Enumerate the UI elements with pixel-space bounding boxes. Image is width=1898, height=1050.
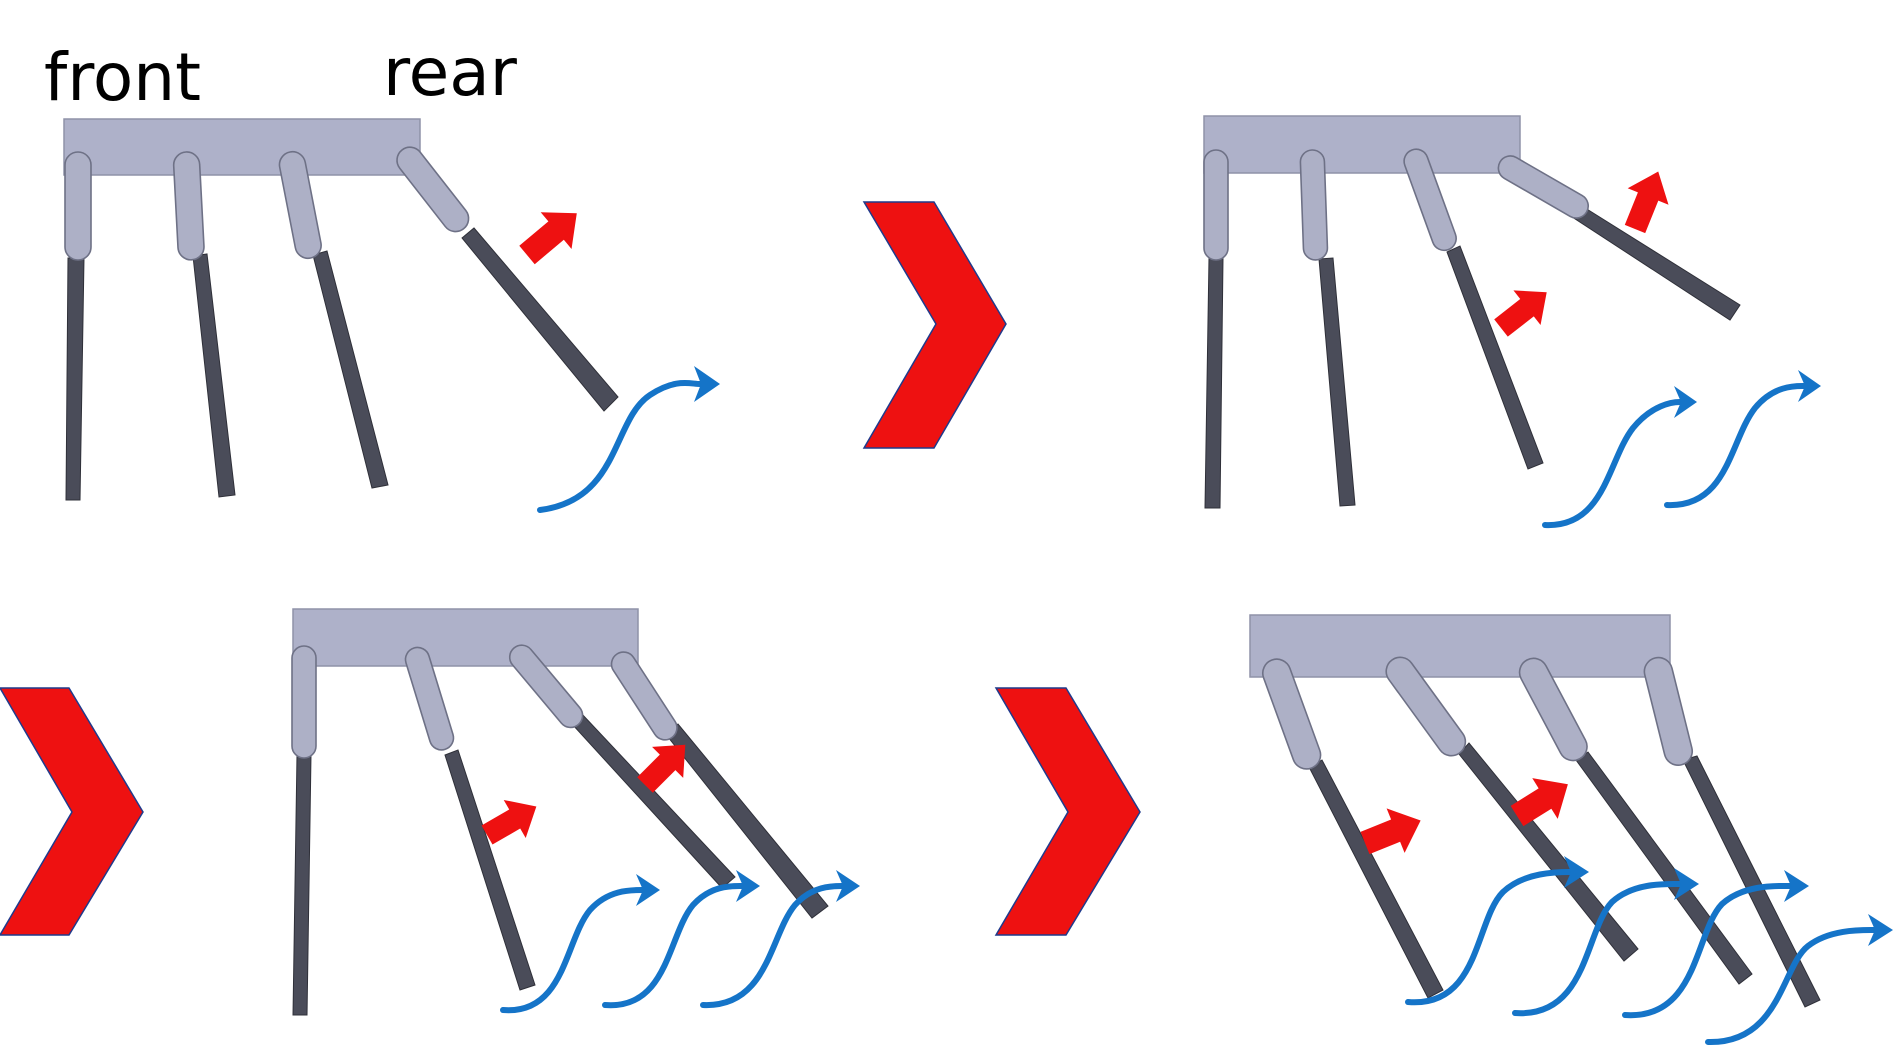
- appendage-3: [1403, 148, 1544, 470]
- coxa: [1299, 149, 1329, 261]
- coxa: [64, 151, 92, 261]
- wave-arrow-right-icon: [700, 883, 845, 1009]
- appendage-1: [1203, 149, 1229, 509]
- chevron-right-icon: [994, 687, 1141, 936]
- body-bar: [1249, 614, 1671, 678]
- coxa: [396, 146, 470, 233]
- blade: [1308, 759, 1444, 999]
- coxa: [1203, 149, 1229, 261]
- appendage-1: [291, 645, 317, 1016]
- coxa: [1497, 155, 1590, 219]
- wave-arrow-right-icon: [1405, 869, 1573, 1006]
- appendage-3: [278, 150, 389, 489]
- arrow-up-right-icon: [1494, 290, 1547, 337]
- coxa: [278, 150, 322, 260]
- rear-label: rear: [383, 34, 518, 111]
- blade: [1458, 742, 1639, 962]
- blade: [292, 754, 312, 1016]
- appendage-4: [396, 146, 619, 412]
- wave-arrow-right-icon: [1542, 399, 1683, 529]
- body-bar: [292, 608, 639, 667]
- blade: [1682, 755, 1821, 1008]
- appendage-1: [64, 151, 92, 501]
- blade: [461, 227, 619, 412]
- blade: [312, 250, 389, 489]
- chevron-right-icon: [0, 687, 144, 936]
- blade: [444, 749, 536, 991]
- arrow-up-right-icon: [1510, 778, 1568, 827]
- body-bar: [63, 118, 421, 176]
- coxa: [172, 151, 205, 261]
- appendage-4: [1497, 155, 1741, 321]
- blade: [1565, 200, 1741, 321]
- coxa: [291, 645, 317, 759]
- stage-2-panel: [1203, 115, 1821, 529]
- wave-arrow-right-icon: [1622, 882, 1793, 1019]
- arrow-up-right-icon: [1360, 808, 1421, 855]
- appendage-4: [1643, 656, 1821, 1008]
- blade: [1318, 257, 1356, 507]
- blade: [1204, 257, 1224, 509]
- arrow-up-right-icon: [637, 744, 686, 793]
- coxa: [1518, 657, 1588, 762]
- wave-arrow-right-icon: [1512, 880, 1683, 1017]
- wave-arrow-right-icon: [537, 379, 703, 513]
- coxa: [610, 651, 678, 741]
- appendage-2: [404, 646, 536, 991]
- appendage-2: [1385, 656, 1639, 962]
- stage-4-panel: [1249, 614, 1893, 1046]
- chevron-right-icon: [862, 201, 1007, 449]
- coxa: [508, 644, 584, 729]
- body-bar: [1203, 115, 1521, 174]
- coxa: [1643, 656, 1694, 766]
- arrow-up-right-icon: [481, 799, 537, 845]
- appendage-1: [1261, 658, 1444, 999]
- appendage-3: [508, 644, 736, 889]
- blade: [1446, 245, 1544, 470]
- stage-3-panel: [291, 608, 860, 1016]
- blade: [65, 257, 85, 501]
- stage-1-panel: [63, 118, 720, 513]
- arrow-up-right-icon: [1624, 171, 1669, 234]
- wave-arrow-right-icon: [602, 882, 745, 1009]
- wave-arrow-right-icon: [1664, 382, 1807, 509]
- coxa: [1385, 656, 1467, 757]
- blade: [192, 253, 236, 498]
- arrow-up-right-icon: [519, 212, 577, 265]
- coxa: [1403, 148, 1457, 252]
- wave-arrow-right-icon: [1705, 926, 1877, 1046]
- appendage-2: [172, 151, 236, 498]
- blade: [1575, 751, 1753, 985]
- coxa: [404, 646, 455, 751]
- coxa: [1261, 658, 1322, 770]
- appendage-4: [610, 651, 829, 919]
- front-label: front: [44, 39, 201, 116]
- appendage-2: [1299, 149, 1356, 507]
- wave-arrow-right-icon: [500, 887, 645, 1014]
- blade: [571, 712, 736, 889]
